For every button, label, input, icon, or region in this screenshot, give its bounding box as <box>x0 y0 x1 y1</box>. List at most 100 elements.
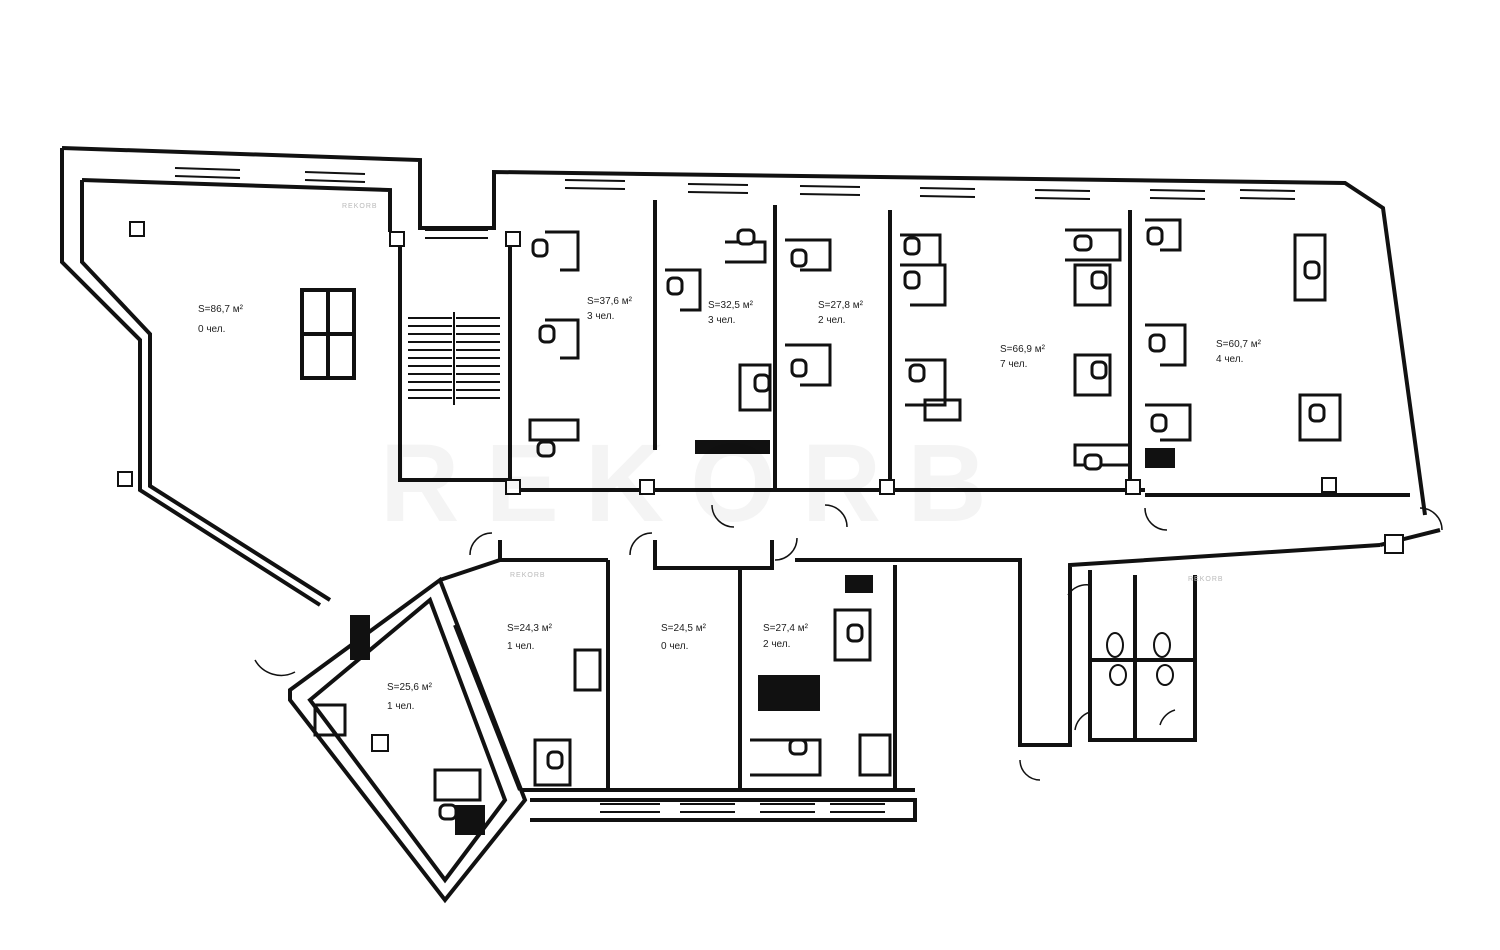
chair <box>666 276 684 296</box>
chair <box>536 440 556 458</box>
room-area: S=66,9 м² <box>1000 344 1045 355</box>
desk <box>433 768 482 802</box>
desk <box>1298 393 1342 442</box>
r10-inner-wall <box>307 596 508 884</box>
south-rooms-walls <box>439 558 915 792</box>
room-people: 1 чел. <box>507 641 535 652</box>
door-arc <box>1019 759 1041 781</box>
chair <box>1090 360 1108 380</box>
chair <box>1303 260 1321 280</box>
stair-wall <box>398 240 512 482</box>
cabinet-block <box>455 805 485 835</box>
room-people: 2 чел. <box>763 639 791 650</box>
stair-treads <box>408 312 500 405</box>
desk <box>1073 443 1132 467</box>
room-area: S=27,8 м² <box>818 300 863 311</box>
desk <box>1145 323 1187 367</box>
room-area: S=86,7 м² <box>198 304 243 315</box>
window-north-5 <box>687 183 749 194</box>
room-people: 0 чел. <box>198 324 226 335</box>
room-people: 3 чел. <box>708 315 736 326</box>
cabinet-block <box>845 575 873 593</box>
column <box>879 479 895 495</box>
window-south-2 <box>680 803 735 813</box>
window-north-1 <box>174 167 241 179</box>
desk <box>923 398 962 422</box>
desk <box>738 363 772 412</box>
room-area: S=24,3 м² <box>507 623 552 634</box>
column <box>1321 477 1337 493</box>
r10-walls <box>288 576 528 904</box>
room-people: 7 чел. <box>1000 359 1028 370</box>
toilet <box>1109 664 1127 686</box>
desk <box>785 238 832 272</box>
desk <box>313 703 347 737</box>
desk <box>750 738 822 777</box>
toilet <box>1106 632 1124 658</box>
door-arc <box>1074 711 1091 731</box>
chair <box>1090 270 1108 290</box>
inner-wall-left-wing <box>81 178 392 232</box>
door-arc <box>1159 709 1176 726</box>
chair <box>753 373 771 393</box>
south-rooms-window-wall <box>530 798 917 822</box>
cabinet-block <box>1145 448 1175 468</box>
desk <box>573 648 602 692</box>
door-arc <box>1067 583 1091 596</box>
chair <box>546 750 564 770</box>
door-arc <box>629 532 653 556</box>
window-south-4 <box>830 803 885 813</box>
desk <box>900 263 947 307</box>
door-arc <box>1144 507 1168 531</box>
chair <box>736 228 756 246</box>
window-north-7 <box>919 187 976 198</box>
watermark-brand: REKORB <box>342 203 378 210</box>
desk <box>858 733 892 777</box>
chair <box>538 324 556 344</box>
watermark-large: REKORB <box>380 420 1013 547</box>
chair <box>1146 226 1164 246</box>
room-area: S=25,6 м² <box>387 682 432 693</box>
window-north-2 <box>304 171 366 183</box>
meeting-table-divider <box>302 290 354 378</box>
column <box>371 734 389 752</box>
room-people: 1 чел. <box>387 701 415 712</box>
chair <box>903 236 921 256</box>
chair <box>903 270 921 290</box>
chair <box>846 623 864 643</box>
desk <box>1073 353 1112 397</box>
chair <box>788 738 808 756</box>
window-north-6 <box>799 185 861 196</box>
chair <box>438 803 458 821</box>
chair <box>1073 234 1093 252</box>
chair <box>790 248 808 268</box>
desk <box>545 318 580 360</box>
room-area: S=32,5 м² <box>708 300 753 311</box>
door-arc <box>774 537 798 561</box>
chair <box>1150 413 1168 433</box>
toilet <box>1153 632 1171 658</box>
window-north-4 <box>564 179 626 190</box>
desk <box>545 230 580 272</box>
door-arc <box>469 532 493 556</box>
column <box>1384 534 1404 554</box>
window-south-1 <box>600 803 660 813</box>
desk <box>1145 403 1192 442</box>
outer-wall-left-wing <box>61 146 1427 516</box>
door-arc <box>711 504 735 528</box>
desk <box>1145 218 1182 252</box>
desk <box>1073 263 1112 307</box>
column <box>505 479 521 495</box>
desk <box>785 343 832 387</box>
window-north-9 <box>1149 189 1206 200</box>
cabinet-block <box>350 615 370 660</box>
window-north-8 <box>1034 189 1091 200</box>
column <box>389 231 405 247</box>
room-area: S=37,6 м² <box>587 296 632 307</box>
watermark-brand: REKORB <box>510 572 546 579</box>
left-diagonal-wall <box>60 148 322 607</box>
room-area: S=27,4 м² <box>763 623 808 634</box>
door-arc <box>1419 507 1443 531</box>
door-arc <box>254 659 296 677</box>
